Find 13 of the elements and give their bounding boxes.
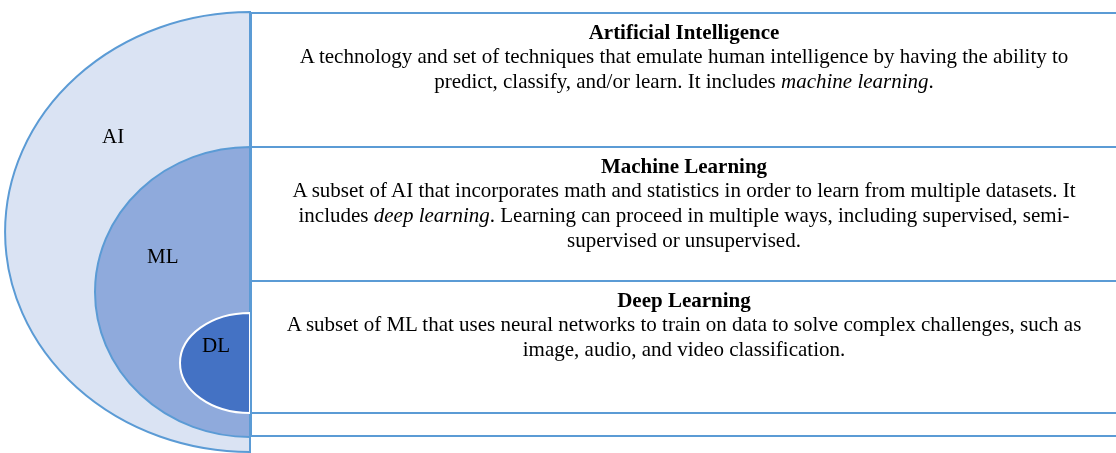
description-text: A subset of ML that uses neural networks to train on data to solve complex challenges, such as image, audio, and video classification. [285, 312, 1083, 362]
empty-row [250, 412, 1116, 437]
heading: Deep Learning [617, 288, 751, 312]
area-label: DL [202, 333, 230, 357]
heading: Machine Learning [600, 154, 768, 178]
description-text: A subset of AI that incorporates math and statistics in order to learn from multiple datasets. It includes deep learning. Learning can proceed in multiple ways, including supervised, semi-supervised or unsupervised. [291, 178, 1077, 253]
definition-panel [250, 12, 1116, 146]
definition-panel [250, 280, 1116, 412]
area-label: ML [147, 244, 179, 268]
description-text: A technology and set of techniques that emulate human intelligence by having the ability to predict, classify, and/or learn. It includes machine learning. [298, 44, 1070, 94]
area-label: AI [102, 124, 125, 148]
definition-panel [250, 146, 1116, 280]
heading: Artificial Intelligence [588, 20, 780, 44]
